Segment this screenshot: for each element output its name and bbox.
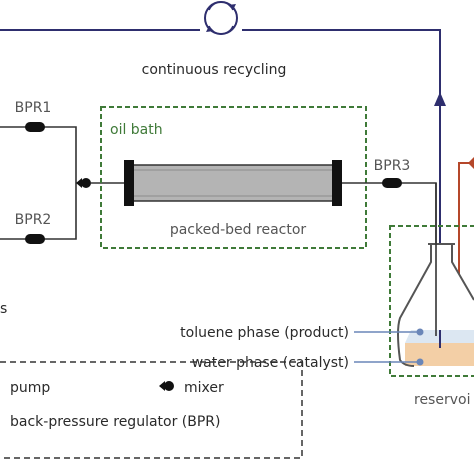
oil-bath-label: oil bath — [110, 122, 163, 138]
legend-pump-label: pump — [10, 380, 50, 396]
toluene-marker-icon — [416, 328, 424, 336]
legend-bpr-label: back-pressure regulator (BPR) — [10, 414, 221, 430]
mixer-icon — [76, 178, 91, 188]
upper-tube — [0, 126, 77, 183]
reservoir-label: reservoi — [414, 392, 470, 408]
continuous-recycling-label: continuous recycling — [142, 62, 287, 78]
bpr1-label: BPR1 — [15, 100, 52, 116]
water-phase-label: water phase (catalyst) — [192, 355, 349, 371]
product-arrow-icon — [468, 157, 474, 169]
left-partial-label: s — [0, 301, 7, 317]
packed-bed-reactor-icon — [124, 160, 342, 206]
bpr3-icon — [382, 178, 402, 188]
oil-bath-box — [100, 106, 367, 249]
legend-box — [0, 361, 303, 459]
water-marker-icon — [416, 358, 424, 366]
recycle-arrow-icon — [434, 92, 446, 106]
bpr1-icon — [25, 122, 45, 132]
toluene-phase-label: toluene phase (product) — [180, 325, 349, 341]
bpr3-label: BPR3 — [374, 158, 411, 174]
lower-tube — [0, 183, 77, 240]
packed-bed-reactor-label: packed-bed reactor — [170, 222, 307, 238]
legend-mixer-label: mixer — [184, 380, 224, 396]
recycle-line — [0, 29, 441, 330]
reservoir-box — [389, 225, 474, 377]
legend-mixer-icon — [159, 381, 174, 391]
bpr2-label: BPR2 — [15, 212, 52, 228]
recycle-circle-icon — [204, 1, 238, 35]
bpr2-icon — [25, 234, 45, 244]
